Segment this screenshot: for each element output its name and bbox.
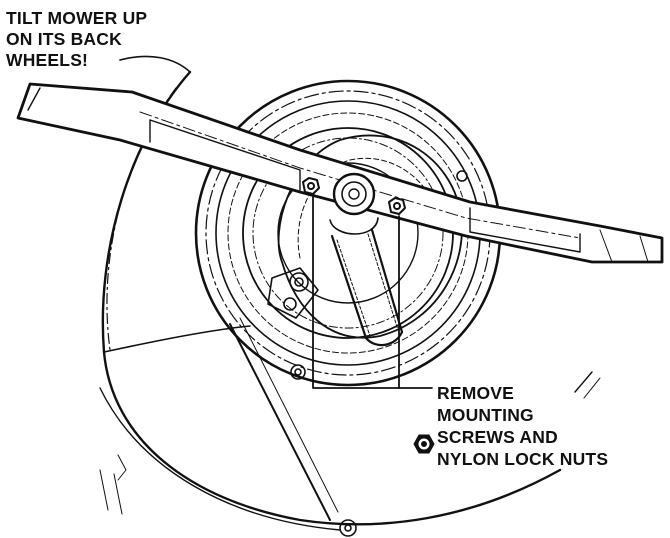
tilt-line-2: ON ITS BACK [6, 29, 122, 49]
tilt-mower-instruction: TILT MOWER UP ON ITS BACK WHEELS! [6, 8, 147, 71]
nylon-lock-nut-icon [413, 434, 435, 454]
plate-bolts [283, 170, 468, 537]
tilt-line-1: TILT MOWER UP [6, 8, 148, 28]
remove-screws-instruction: REMOVE MOUNTING SCREWS AND NYLON LOCK NU… [437, 382, 608, 470]
mower-blade [16, 82, 664, 264]
tilt-line-3: WHEELS! [6, 50, 89, 70]
mounting-screw-leaders [312, 195, 433, 389]
drive-belt [330, 228, 404, 347]
remove-line-3: SCREWS AND [437, 427, 558, 447]
remove-line-1: REMOVE [437, 383, 515, 403]
mounting-screws [302, 177, 406, 215]
remove-line-2: MOUNTING [437, 405, 534, 425]
remove-line-4: NYLON LOCK NUTS [437, 449, 609, 469]
spindle-center-nut [329, 172, 379, 235]
